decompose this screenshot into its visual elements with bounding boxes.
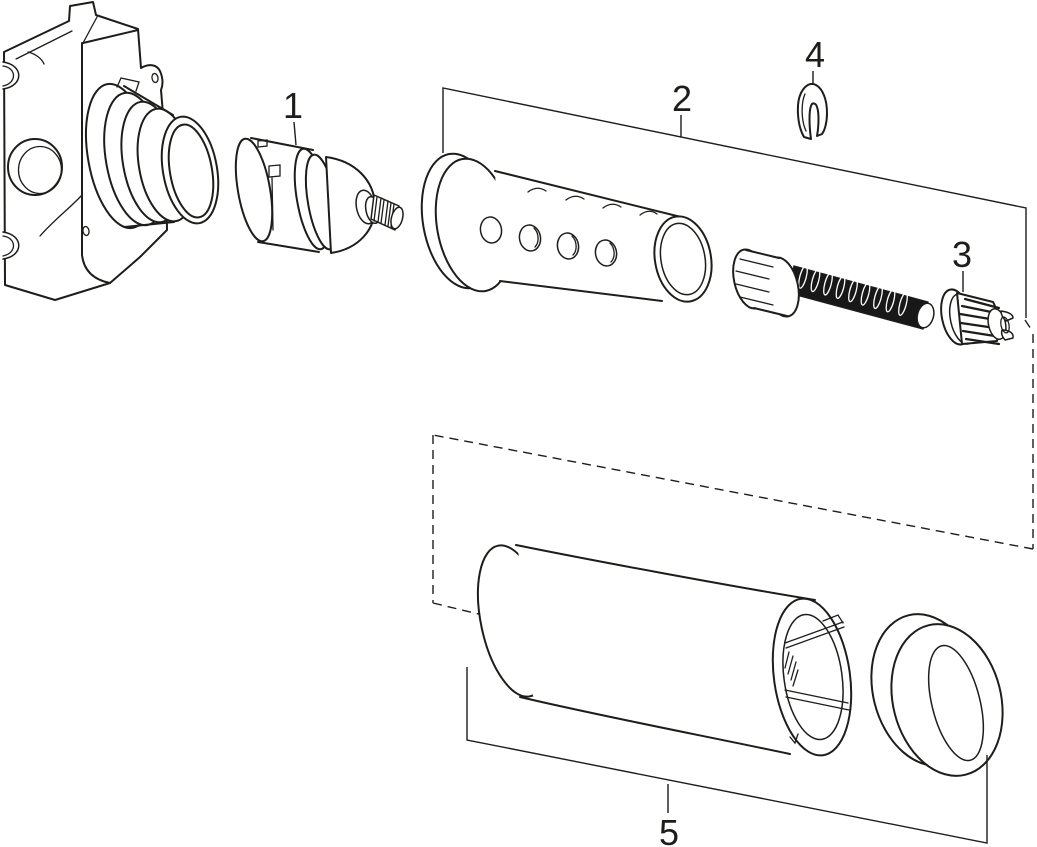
- trim-sleeve: [476, 544, 853, 757]
- rod-thread-rings: [798, 265, 908, 316]
- callout-label-5: 5: [659, 812, 679, 847]
- part-5-sleeve-and-ring-drawing: 5: [466, 544, 1004, 847]
- part-1-cartridge-drawing: 1: [234, 85, 404, 254]
- screw-hole: [82, 225, 90, 237]
- escutcheon-ring: [870, 613, 1004, 777]
- callout-label-2: 2: [672, 78, 692, 119]
- adjustment-screw-rod: [788, 265, 935, 330]
- callout-bracket-5: [466, 667, 988, 844]
- callout-bracket-2: [442, 87, 1027, 318]
- callout-label-1: 1: [283, 85, 303, 126]
- knurled-knob: [732, 248, 800, 318]
- mount-slot-top: [2, 61, 20, 90]
- part-2-extension-assembly-drawing: 2: [420, 78, 1027, 330]
- valve-body-drawing: [2, 1, 220, 301]
- screw-hole: [151, 72, 159, 84]
- part-3-spline-adapter-drawing: 3: [940, 234, 1014, 346]
- flanged-extension-tube: [420, 152, 713, 303]
- body-collar-rings: [85, 77, 220, 230]
- callout-label-4: 4: [805, 34, 825, 75]
- part-4-retaining-clip-drawing: 4: [796, 34, 828, 140]
- sleeve-inner-hatch: [784, 651, 799, 687]
- callout-leader-1: [293, 121, 297, 146]
- mount-slot-bottom: [2, 231, 20, 260]
- callout-label-3: 3: [952, 234, 972, 275]
